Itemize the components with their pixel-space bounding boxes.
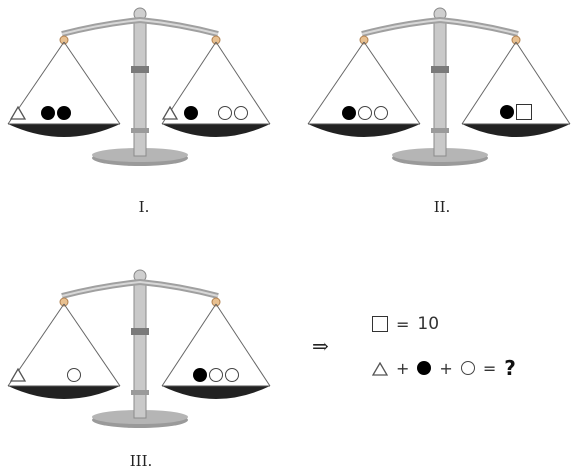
ring-symbol	[234, 106, 248, 120]
ring-symbol	[358, 106, 372, 120]
disc-symbol	[41, 106, 55, 120]
ring-symbol	[209, 368, 223, 382]
disc-symbol	[417, 361, 432, 375]
unknown-mark: ?	[504, 356, 516, 380]
disc-symbol	[342, 106, 356, 120]
right-pan-items	[161, 105, 270, 120]
left-pan-items	[9, 105, 120, 120]
scale-2	[300, 0, 571, 180]
ring-symbol	[460, 361, 475, 375]
caption-scale-2: II.	[433, 198, 451, 216]
disc-symbol	[500, 105, 514, 119]
ring-symbol	[218, 106, 232, 120]
caption-scale-1: I.	[138, 198, 150, 216]
balance-scale-drawing	[7, 7, 271, 166]
triangle-symbol	[9, 105, 89, 120]
caption-scale-3: III.	[129, 452, 153, 470]
implies-arrow: ⇒	[312, 334, 329, 358]
right-pan-items	[462, 104, 570, 120]
given-equation: = 10	[372, 314, 439, 334]
left-pan-items	[9, 367, 120, 382]
plus-sign: +	[396, 358, 410, 378]
balance-scale-drawing	[307, 7, 571, 166]
square-value: 10	[417, 314, 440, 334]
disc-symbol	[184, 106, 198, 120]
left-pan-items	[310, 106, 420, 120]
triangle-symbol	[161, 105, 216, 120]
triangle-symbol	[371, 361, 389, 376]
disc-symbol	[193, 368, 207, 382]
square-symbol	[516, 104, 532, 120]
plus-sign: +	[439, 358, 453, 378]
equals-sign: =	[396, 314, 410, 334]
scale-1	[0, 0, 271, 180]
square-symbol	[372, 316, 388, 332]
balance-scale-drawing	[7, 269, 271, 428]
disc-symbol	[57, 106, 71, 120]
ring-symbol	[67, 368, 81, 382]
triangle-symbol	[9, 367, 65, 382]
ring-symbol	[374, 106, 388, 120]
question-equation: + + = ?	[371, 356, 516, 380]
right-pan-items	[162, 368, 270, 382]
equals-sign: =	[482, 358, 497, 378]
scale-3	[0, 262, 271, 442]
ring-symbol	[225, 368, 239, 382]
